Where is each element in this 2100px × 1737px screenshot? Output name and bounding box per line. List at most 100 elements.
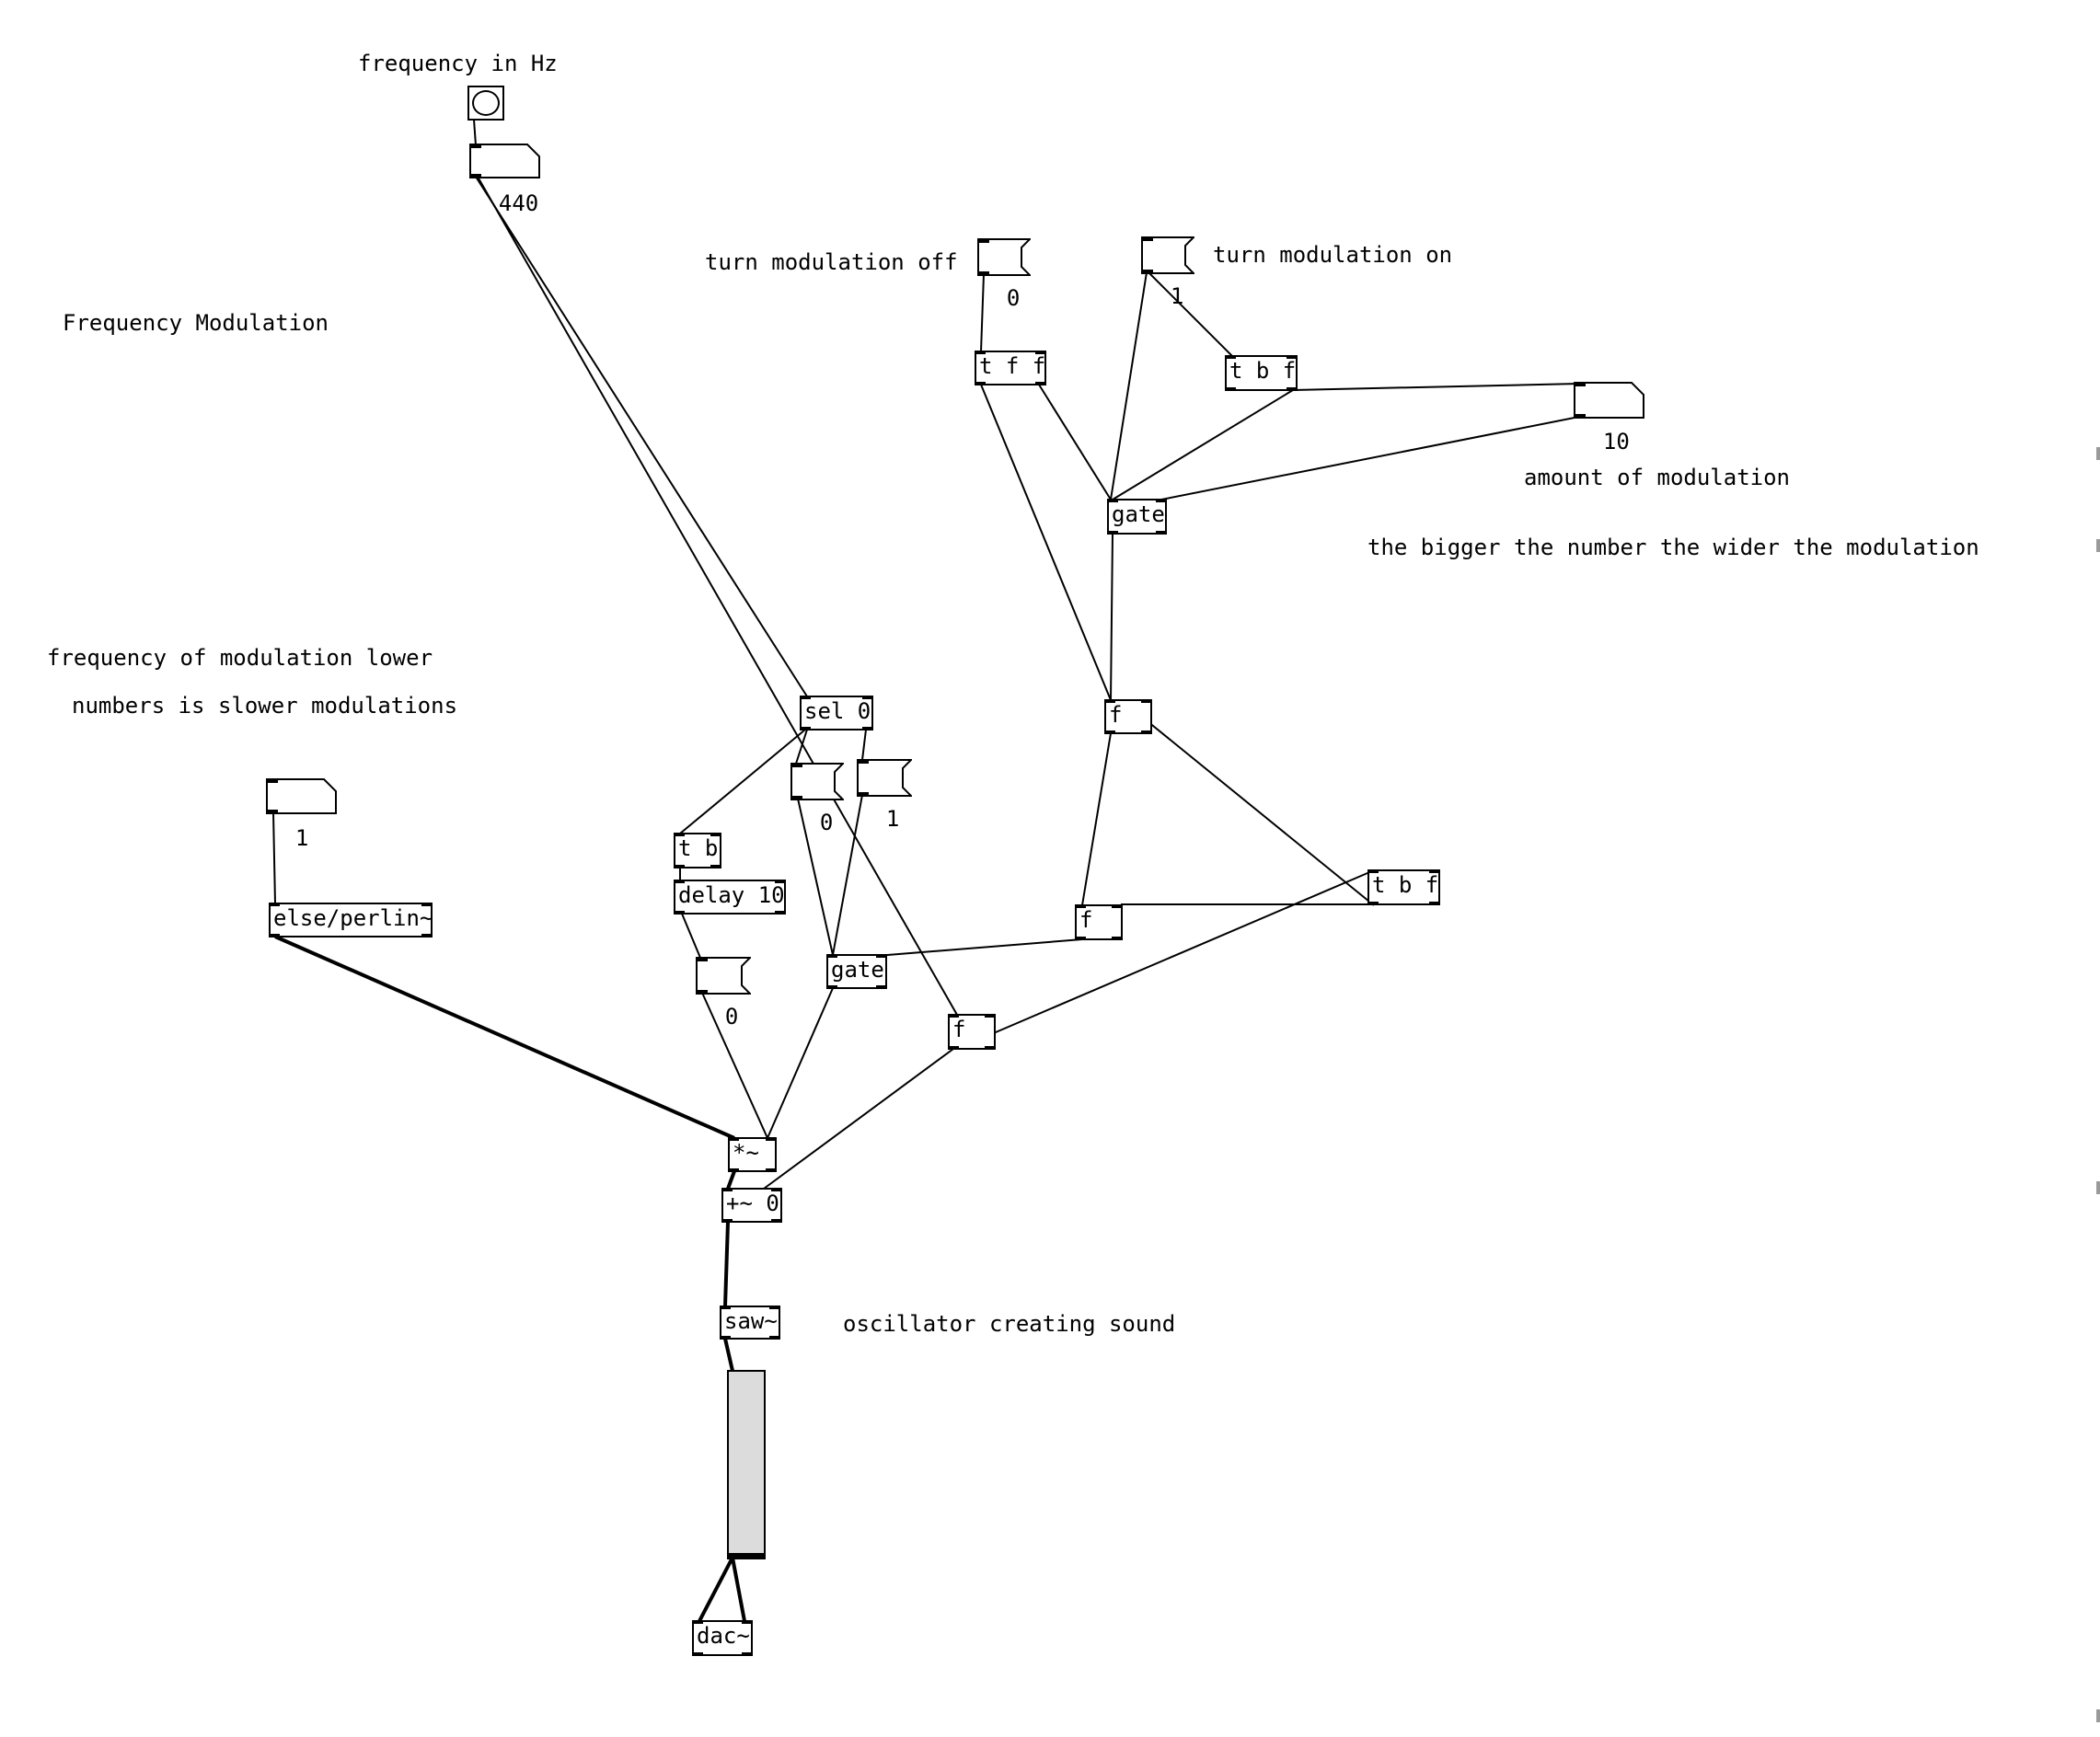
port[interactable] [826, 954, 837, 958]
port[interactable] [862, 727, 873, 730]
port[interactable] [1107, 531, 1118, 535]
object-t-b-f-top[interactable]: t b f [1225, 355, 1298, 391]
port[interactable] [1287, 355, 1298, 359]
port[interactable] [1156, 531, 1167, 535]
port[interactable] [1075, 937, 1086, 940]
port[interactable] [985, 1014, 996, 1018]
port[interactable] [1107, 499, 1118, 502]
object-delay-10[interactable]: delay 10 [674, 880, 786, 915]
object-multiply-signal[interactable]: *~ [728, 1137, 777, 1172]
connection [477, 176, 958, 1016]
port[interactable] [720, 1336, 731, 1340]
object-dac[interactable]: dac~ [692, 1620, 753, 1656]
port[interactable] [1141, 730, 1152, 734]
port[interactable] [710, 865, 721, 868]
port[interactable] [1156, 499, 1167, 502]
connection [731, 1557, 746, 1622]
port[interactable] [1104, 730, 1115, 734]
port[interactable] [1429, 902, 1440, 905]
object-add-signal[interactable]: +~ 0 [721, 1188, 782, 1223]
amount-number-box[interactable]: 10 [1574, 382, 1644, 453]
sel-one-message[interactable]: 1 [857, 759, 912, 830]
port[interactable] [948, 1046, 959, 1050]
port[interactable] [674, 833, 685, 836]
port[interactable] [742, 1620, 753, 1624]
object-gate-top[interactable]: gate [1107, 499, 1167, 535]
port[interactable] [728, 1137, 739, 1141]
port[interactable] [771, 1188, 782, 1191]
port[interactable] [1225, 355, 1236, 359]
port[interactable] [800, 727, 811, 730]
object-t-b[interactable]: t b [674, 833, 721, 868]
port[interactable] [876, 985, 887, 989]
port[interactable] [674, 911, 685, 915]
sel-zero-message[interactable]: 0 [790, 763, 844, 834]
object-gate-bottom[interactable]: gate [826, 954, 887, 989]
port[interactable] [269, 903, 280, 906]
connection [723, 1221, 730, 1307]
port[interactable] [775, 880, 786, 883]
port[interactable] [720, 1306, 731, 1309]
object-saw-oscillator[interactable]: saw~ [720, 1306, 780, 1340]
port[interactable] [742, 1652, 753, 1656]
port[interactable] [775, 911, 786, 915]
port[interactable] [766, 1137, 777, 1141]
connection [1110, 533, 1113, 701]
port[interactable] [692, 1652, 703, 1656]
slider-knob[interactable] [729, 1553, 764, 1558]
object-t-f-f[interactable]: t f f [975, 351, 1046, 385]
port[interactable] [721, 1219, 733, 1223]
turn-on-message[interactable]: 1 [1141, 236, 1194, 307]
port[interactable] [948, 1014, 959, 1018]
port[interactable] [975, 382, 986, 385]
port[interactable] [1141, 699, 1152, 703]
comment-frequency-modulation: Frequency Modulation [63, 310, 329, 336]
port[interactable] [1112, 937, 1123, 940]
frequency-number-box[interactable]: 440 [469, 144, 540, 214]
port[interactable] [674, 865, 685, 868]
connection [1160, 416, 1580, 500]
port[interactable] [1367, 869, 1379, 873]
volume-slider[interactable] [727, 1370, 766, 1559]
port[interactable] [766, 1168, 777, 1172]
port[interactable] [728, 1168, 739, 1172]
port[interactable] [985, 1046, 996, 1050]
port[interactable] [1287, 387, 1298, 391]
port[interactable] [769, 1306, 780, 1309]
port[interactable] [975, 351, 986, 354]
object-else-perlin[interactable]: else/perlin~ [269, 903, 433, 938]
port[interactable] [876, 954, 887, 958]
port[interactable] [769, 1336, 780, 1340]
port[interactable] [1035, 351, 1046, 354]
port[interactable] [721, 1188, 733, 1191]
port[interactable] [862, 696, 873, 699]
port[interactable] [1225, 387, 1236, 391]
port[interactable] [269, 934, 280, 938]
turn-off-message[interactable]: 0 [977, 238, 1031, 309]
port[interactable] [421, 903, 433, 906]
port[interactable] [421, 934, 433, 938]
object-f-bottom[interactable]: f [948, 1014, 996, 1050]
port[interactable] [1112, 904, 1123, 908]
port[interactable] [710, 833, 721, 836]
object-f-mid[interactable]: f [1104, 699, 1152, 734]
port[interactable] [1429, 869, 1440, 873]
object-t-b-f-right[interactable]: t b f [1367, 869, 1440, 905]
delay-zero-message[interactable]: 0 [696, 957, 751, 1028]
bang-circle-icon [472, 90, 500, 116]
object-sel-0[interactable]: sel 0 [800, 696, 873, 730]
window-edge-mark [2096, 447, 2100, 460]
port[interactable] [826, 985, 837, 989]
port[interactable] [771, 1219, 782, 1223]
port[interactable] [1104, 699, 1115, 703]
port[interactable] [1035, 382, 1046, 385]
port[interactable] [692, 1620, 703, 1624]
object-f-lower[interactable]: f [1075, 904, 1123, 940]
port[interactable] [674, 880, 685, 883]
frequency-bang[interactable] [467, 86, 504, 121]
port[interactable] [1367, 902, 1379, 905]
port[interactable] [800, 696, 811, 699]
port[interactable] [1075, 904, 1086, 908]
perlin-rate-number-box[interactable]: 1 [266, 778, 337, 849]
